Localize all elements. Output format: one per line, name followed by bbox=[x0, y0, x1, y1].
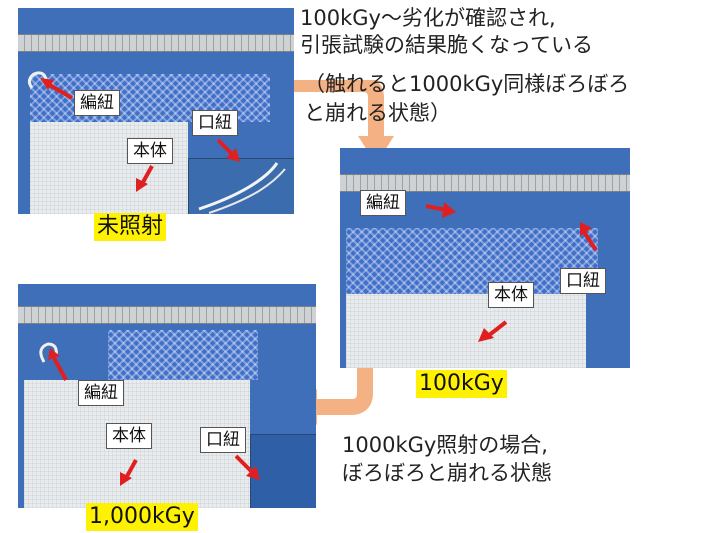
string-tail-icon bbox=[27, 71, 48, 89]
note-top-line4: と崩れる状態） bbox=[304, 101, 451, 125]
label-drawstring-1: 口紐 bbox=[192, 110, 238, 136]
bag-mesh-top bbox=[346, 228, 598, 294]
photo-1000kgy bbox=[18, 284, 316, 508]
inset-drawstring-closeup bbox=[188, 158, 294, 214]
note-bottom-line1: 1000kGy照射の場合, bbox=[342, 433, 548, 457]
note-top-line3: （触れると1000kGy同様ぼろぼろ bbox=[304, 72, 630, 96]
ruler bbox=[18, 306, 316, 324]
note-top-line1: 100kGy～劣化が確認され, bbox=[300, 6, 556, 30]
label-body-1: 本体 bbox=[127, 138, 173, 164]
drawstring-icon bbox=[198, 162, 286, 214]
label-knit-string-2: 編紐 bbox=[360, 190, 406, 216]
photo-100kgy bbox=[340, 148, 630, 368]
string-tail-icon bbox=[39, 342, 58, 363]
label-drawstring-3: 口紐 bbox=[200, 427, 246, 453]
bag-body bbox=[30, 122, 188, 214]
ruler bbox=[340, 174, 630, 192]
label-knit-string-3: 編紐 bbox=[78, 380, 124, 406]
label-body-3: 本体 bbox=[106, 423, 152, 449]
note-bottom-line2: ぼろぼろと崩れる状態 bbox=[342, 461, 552, 485]
label-knit-string-1: 編紐 bbox=[74, 90, 120, 116]
caption-unirradiated: 未照射 bbox=[94, 213, 167, 241]
ruler bbox=[18, 34, 294, 52]
inset-drawstring-closeup bbox=[250, 434, 316, 508]
photo-unirradiated bbox=[18, 8, 294, 214]
caption-100kgy: 100kGy bbox=[416, 370, 507, 398]
label-drawstring-2: 口紐 bbox=[560, 268, 606, 294]
bag-body bbox=[346, 294, 586, 368]
bag-mesh-top-torn bbox=[108, 330, 258, 380]
note-top-line2: 引張試験の結果脆くなっている bbox=[300, 33, 593, 57]
label-body-2: 本体 bbox=[488, 282, 534, 308]
caption-1000kgy: 1,000kGy bbox=[86, 503, 198, 531]
